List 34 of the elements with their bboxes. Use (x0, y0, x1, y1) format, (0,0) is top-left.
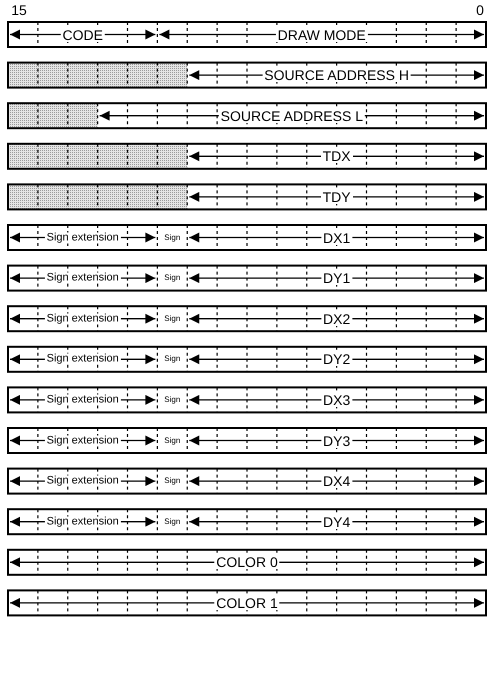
field-label: DY3 (321, 434, 352, 448)
field-label: Sign (162, 234, 182, 242)
field-label: DRAW MODE (276, 28, 368, 42)
field-label: COLOR 1 (214, 596, 280, 610)
bit-number: 15 (9, 3, 29, 17)
field-label: Sign extension (44, 394, 121, 406)
field-label: SOURCE ADDRESS H (262, 68, 411, 82)
field-label: Sign extension (44, 272, 121, 284)
field-label: DX2 (321, 312, 352, 326)
field-label: Sign (162, 274, 182, 282)
field-label: DY2 (321, 352, 352, 366)
field-label: Sign extension (44, 516, 121, 528)
field-label: DY4 (321, 514, 352, 529)
field-label: TDY (320, 190, 353, 204)
field-label: CODE (60, 28, 105, 42)
field-label: Sign (162, 436, 182, 444)
field-label: Sign (162, 477, 182, 486)
field-label: Sign extension (44, 354, 121, 365)
field-label: DX3 (321, 392, 352, 407)
field-label: Sign (162, 314, 182, 323)
field-label: Sign extension (44, 476, 121, 487)
field-label: SOURCE ADDRESS L (218, 108, 365, 123)
field-label: Sign (162, 396, 182, 404)
field-label: Sign extension (44, 232, 121, 243)
bit-number: 0 (474, 3, 486, 17)
field-label: Sign (162, 355, 182, 364)
field-label: COLOR 0 (214, 555, 280, 570)
field-label: Sign (162, 518, 182, 526)
field-label: Sign extension (44, 313, 121, 324)
field-label: Sign extension (44, 435, 121, 446)
field-label: TDX (320, 149, 353, 164)
field-label: DX4 (321, 474, 352, 488)
field-label: DX1 (321, 230, 352, 244)
field-label: DY1 (321, 271, 352, 286)
